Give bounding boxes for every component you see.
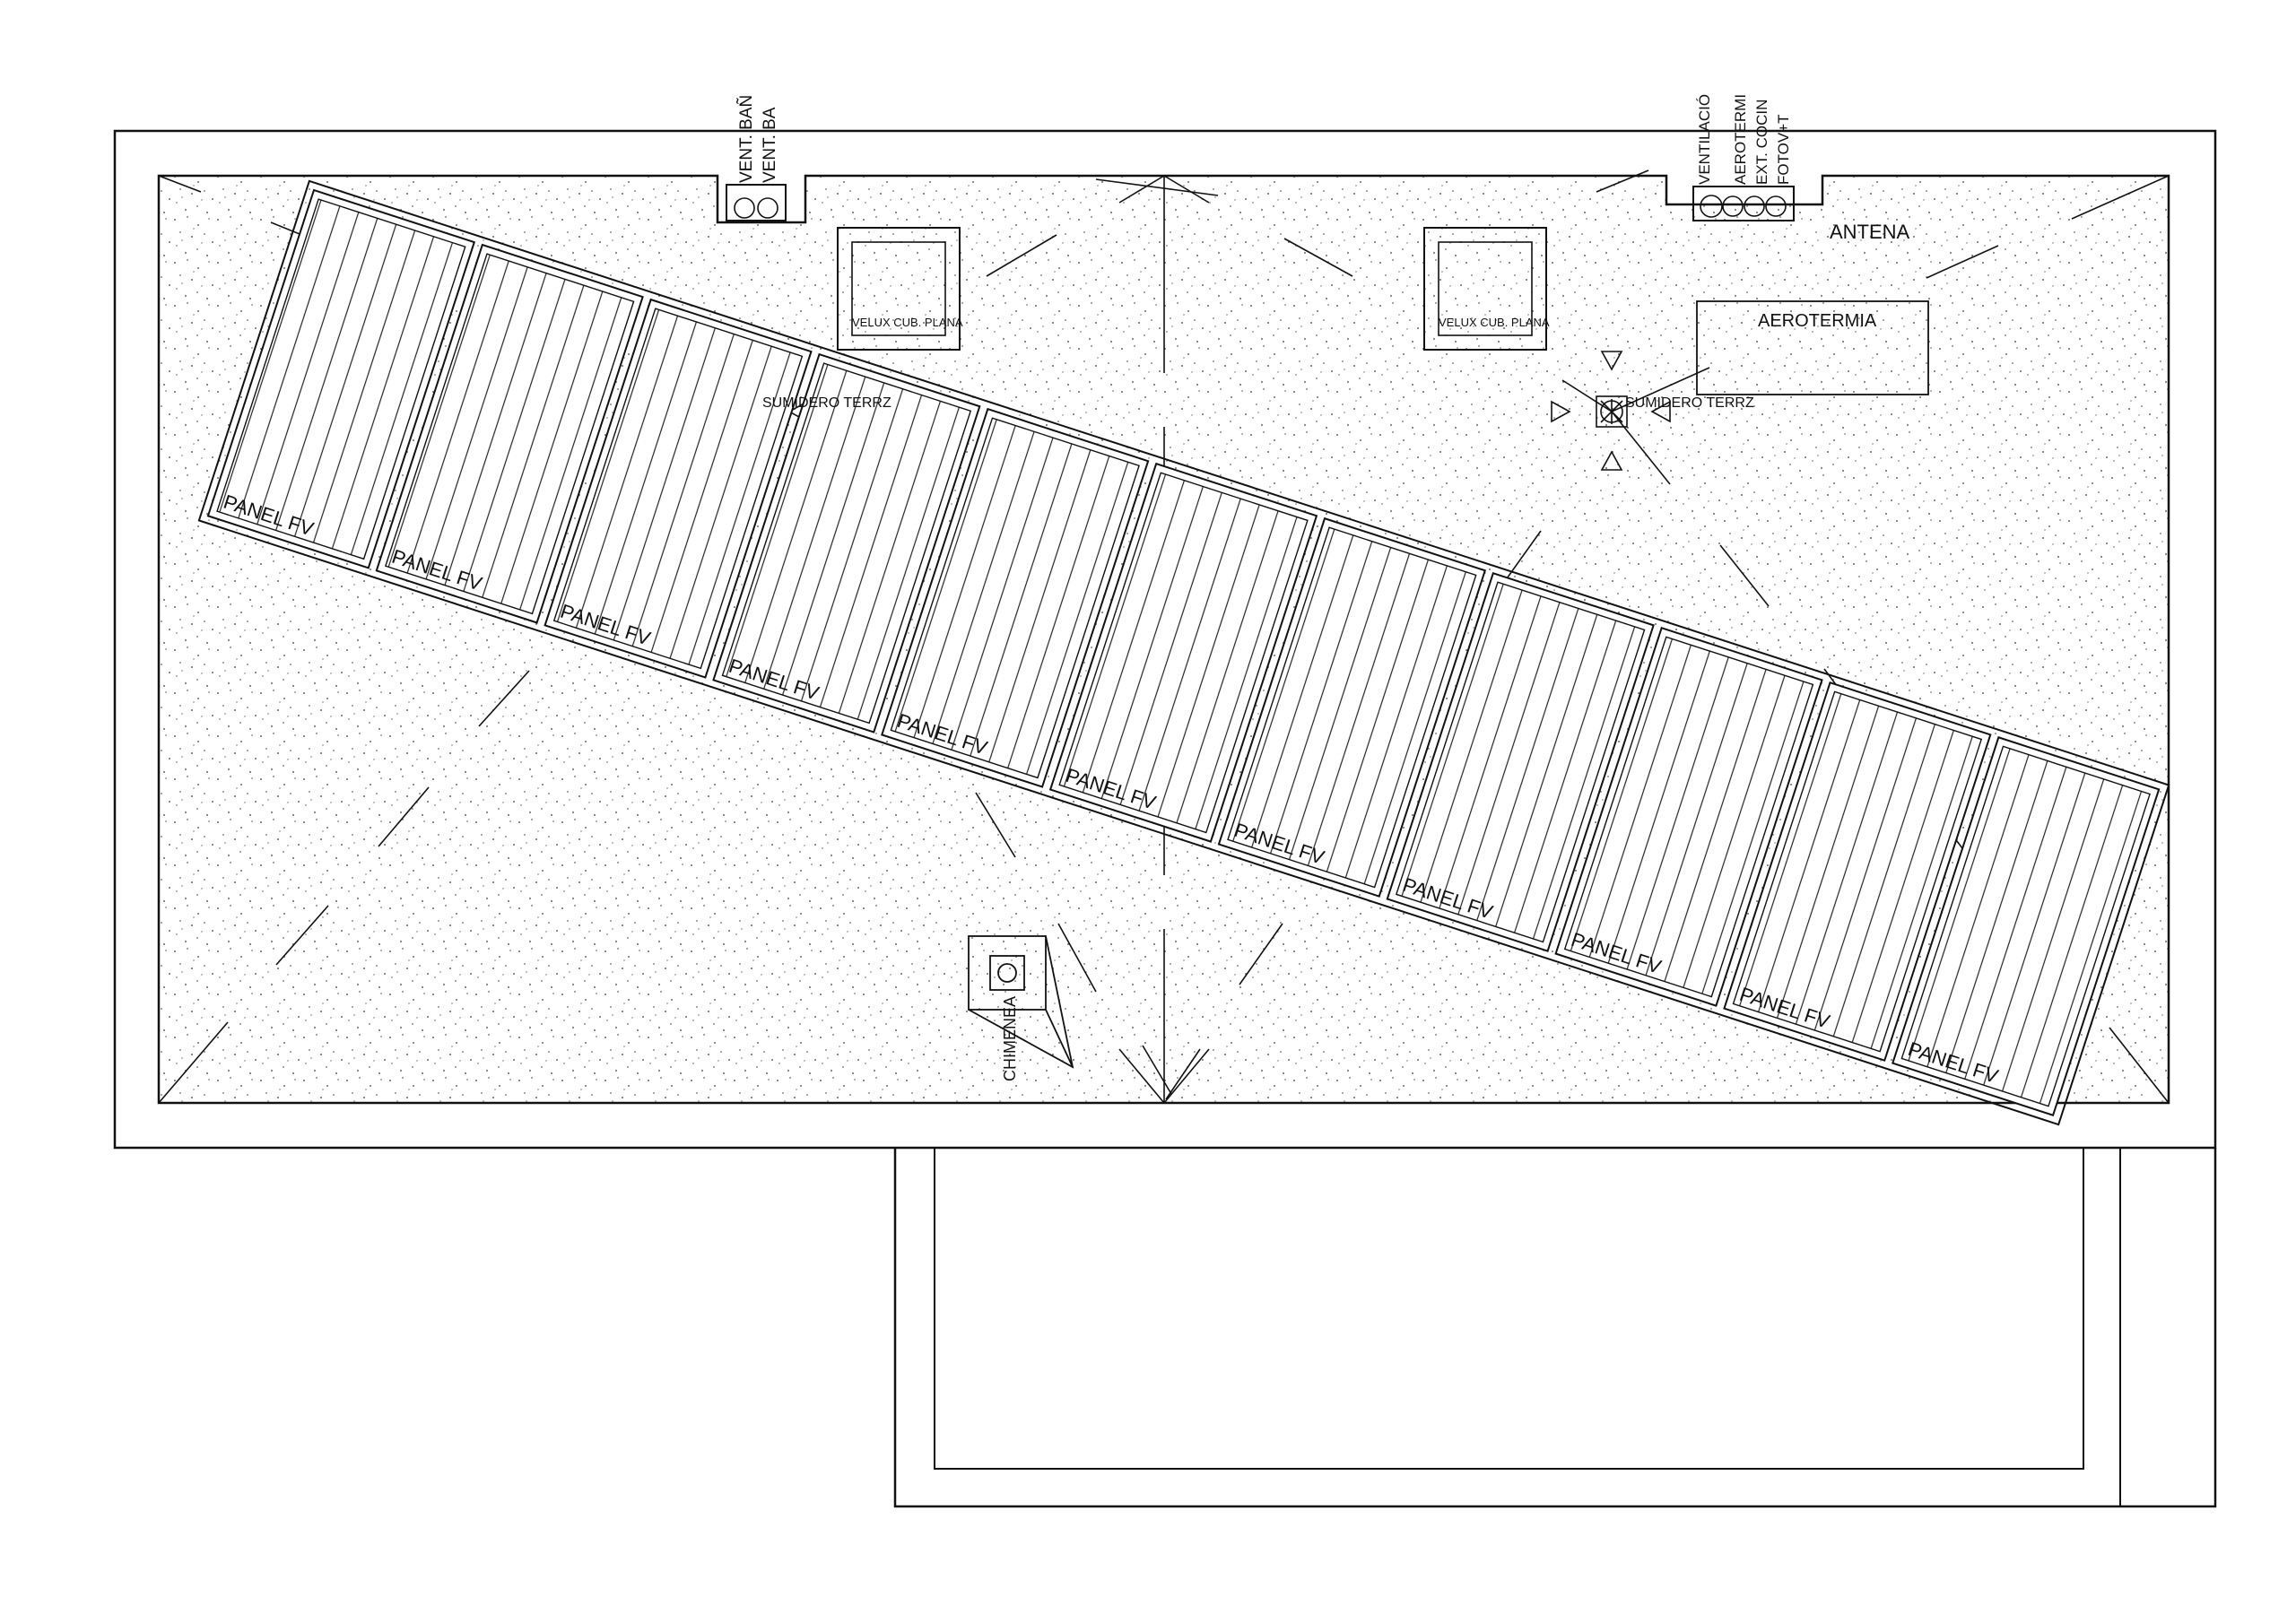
fotov-label: FOTOV+T (1775, 114, 1792, 185)
sumidero-label-1: SUMIDERO TERRZ (762, 395, 891, 411)
pv-panel: PANEL FV (544, 298, 813, 679)
sumidero-label-2: SUMIDERO TERRZ (1625, 395, 1754, 411)
chimney (968, 935, 1074, 1069)
velux-label-2: VELUX CUB. PLANA (1439, 316, 1550, 329)
lower-block (893, 1148, 2217, 1508)
pv-panel: PANEL FV (206, 188, 476, 569)
pv-panel-cells (552, 308, 804, 670)
pv-panel: PANEL FV (881, 407, 1150, 788)
pv-panel-cells (721, 362, 972, 725)
ridge-line (1118, 175, 1210, 1105)
pv-panel-cells (1900, 745, 2151, 1107)
aerotermia-vent-label: AEROTERMI (1732, 94, 1749, 185)
velux-skylight-1 (837, 227, 961, 351)
pv-array-frame (197, 179, 2170, 1126)
aerotermia-label: AEROTERMIA (1758, 311, 1877, 331)
pv-panel-cells (1058, 472, 1309, 834)
ext-cocina-label: EXT. COCIN (1753, 100, 1770, 185)
chimenea-label: CHIMENEA (1001, 996, 1019, 1081)
pv-panel-cells (1732, 690, 1983, 1053)
pv-panel: PANEL FV (375, 243, 644, 624)
pv-panel-cells (1395, 581, 1646, 943)
vent-bano-label-2: VENT. BA (761, 107, 779, 183)
pv-panel: PANEL FV (1554, 626, 1823, 1007)
aerotermia-unit (1696, 300, 1929, 395)
pv-panel-cells (216, 198, 466, 560)
pv-panel: PANEL FV (1048, 462, 1318, 843)
pv-panel-cells (1563, 636, 1814, 998)
ventilacion-label: VENTILACIÓ (1696, 94, 1713, 185)
velux-label-1: VELUX CUB. PLANA (852, 316, 963, 329)
pv-panel: PANEL FV (1386, 571, 1655, 952)
pv-panel-cells (384, 253, 635, 615)
drain-2 (1551, 351, 1710, 485)
antena-label: ANTENA (1830, 221, 1910, 243)
building-outline (113, 129, 2217, 1150)
velux-skylight-2 (1423, 227, 1547, 351)
vent-bano-label-1: VENT. BAÑ (736, 95, 756, 183)
vent-bano-box (726, 184, 787, 221)
service-vents-box (1692, 186, 1795, 221)
pv-panel-cells (890, 417, 1140, 779)
pv-panel-cells (1227, 526, 1477, 889)
